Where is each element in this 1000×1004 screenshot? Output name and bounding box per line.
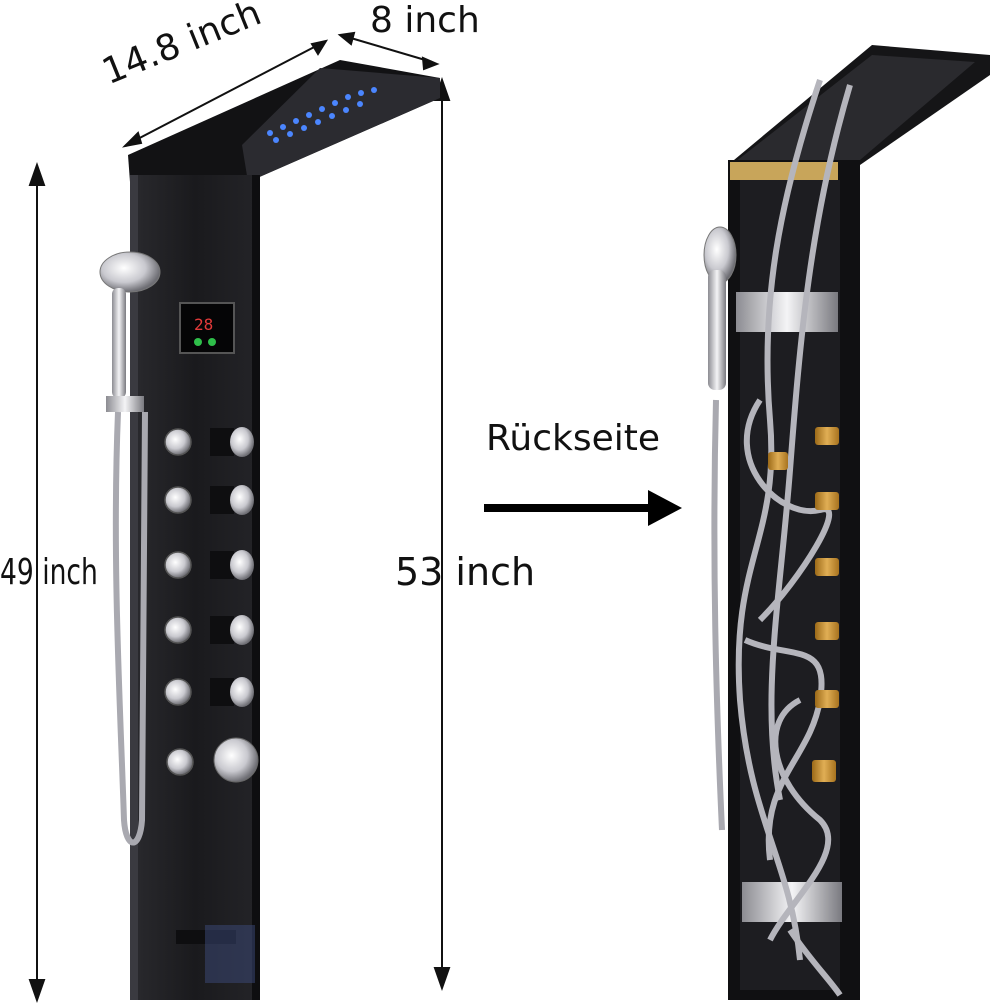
shower-panel-back [703,45,990,1000]
body-jets [164,428,194,776]
temperature-display-icon: 28 [179,302,235,354]
shower-panel-front: 28 [99,60,440,1000]
height-left-label: 49 inch [0,552,98,593]
back-side-label: Rückseite [486,418,661,459]
right-arrow-icon [484,490,682,526]
brass-fittings [768,427,839,782]
depth-label: 8 inch [370,0,480,41]
height-right-label: 53 inch [395,550,536,594]
dimension-lines [28,31,451,1004]
hand-shower [99,251,161,846]
led-nozzles [267,87,377,143]
svg-text:28: 28 [194,315,213,334]
hand-shower-back [703,226,737,831]
tub-spout [176,925,255,983]
control-knobs [210,427,259,783]
